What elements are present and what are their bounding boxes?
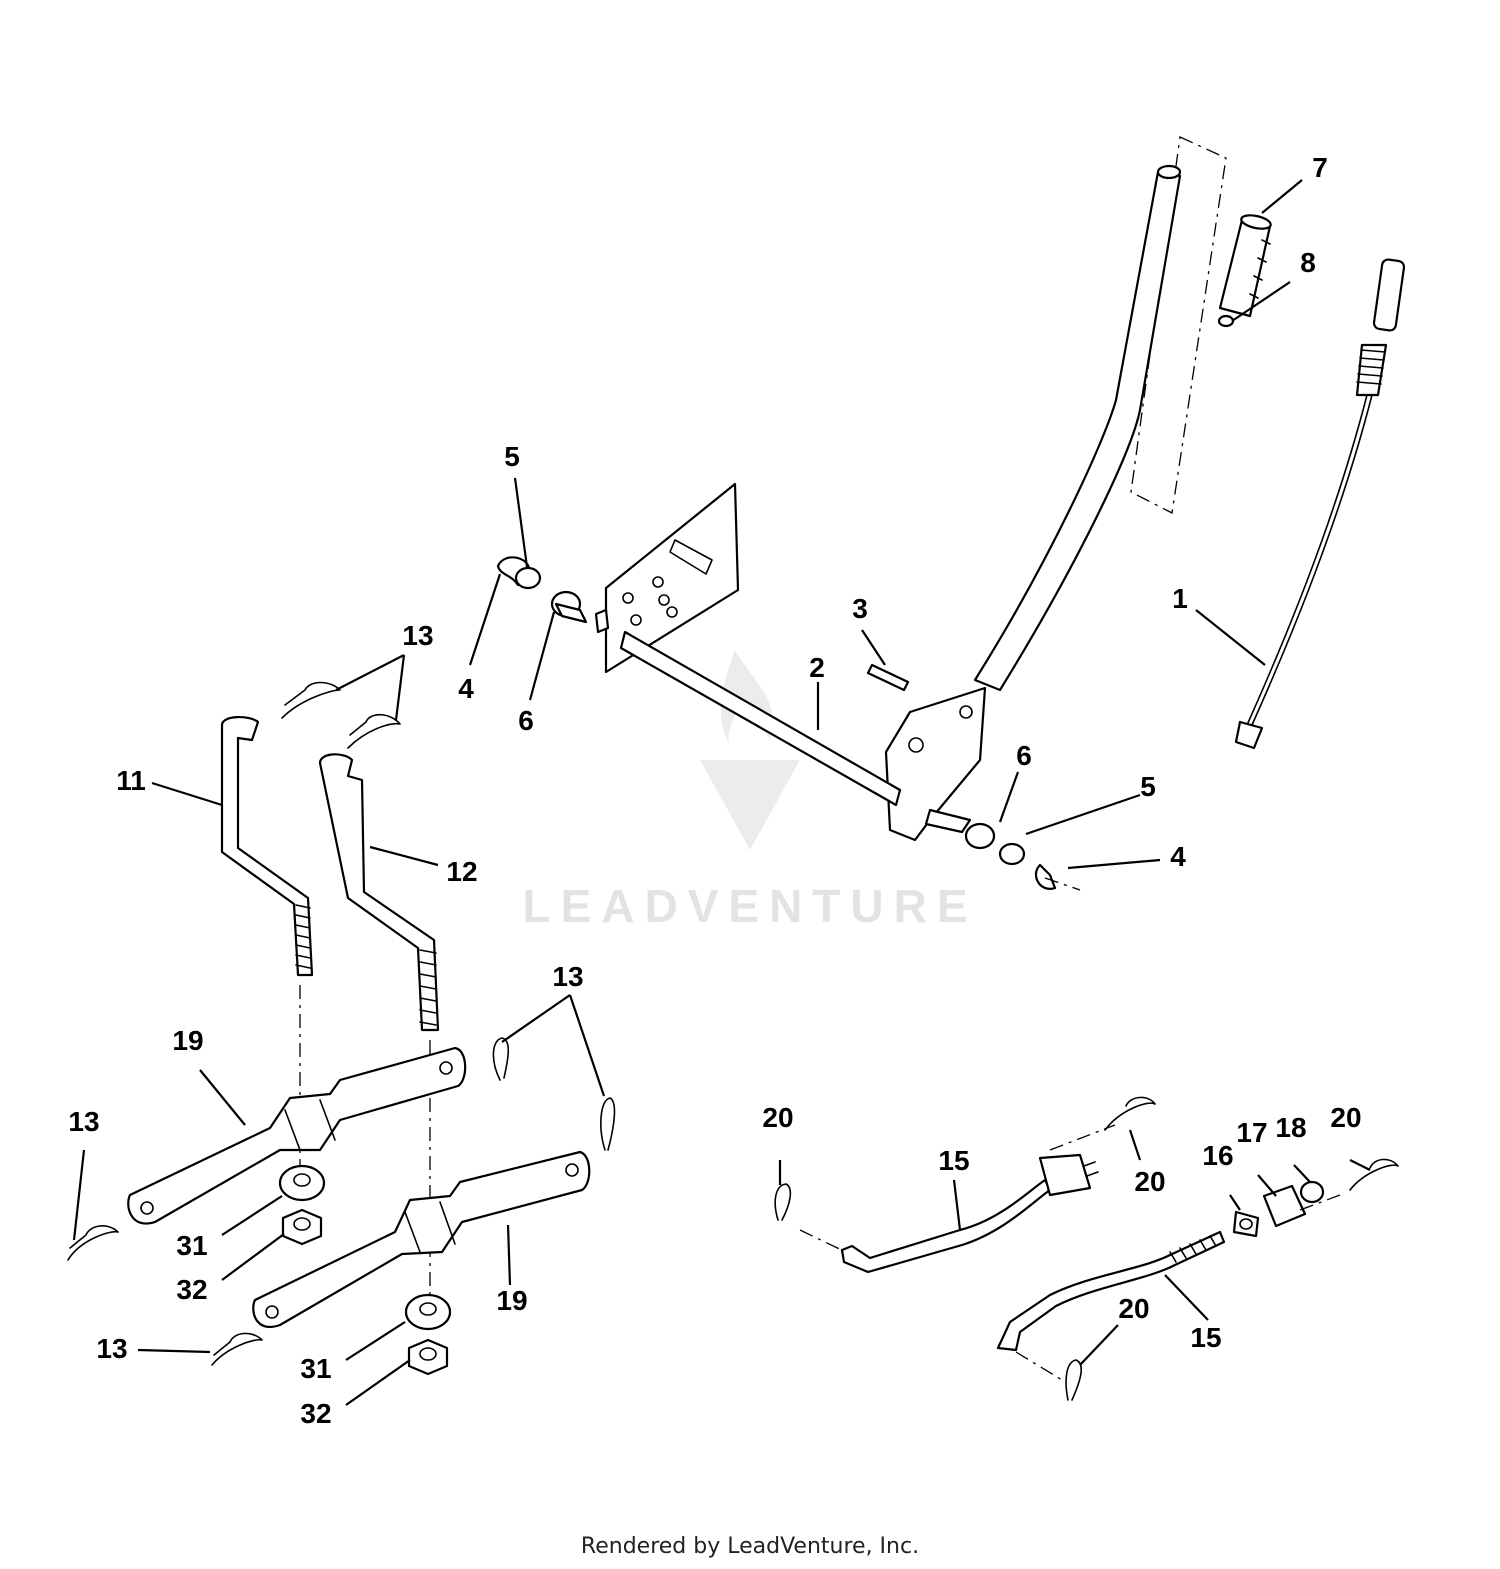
part-rods [799, 1124, 1341, 1381]
footer-credit: Rendered by LeadVenture, Inc. [580, 1534, 920, 1559]
callout-31a: 31 [176, 1230, 207, 1261]
part-handle-lever [884, 164, 1182, 842]
callout-6b: 6 [1016, 740, 1032, 771]
callout-13d: 13 [96, 1333, 127, 1364]
callout-11: 11 [116, 765, 146, 796]
callout-20a: 20 [762, 1102, 793, 1133]
callout-13c: 13 [68, 1106, 99, 1137]
small-hardware [496, 556, 1081, 891]
hairpin-clips-top [281, 681, 401, 749]
callout-31b: 31 [300, 1353, 331, 1384]
callout-18: 18 [1275, 1112, 1306, 1143]
callout-32b: 32 [300, 1398, 331, 1429]
callout-15b: 15 [1190, 1322, 1221, 1353]
hairpin-clips-lower [67, 1037, 616, 1366]
part-lift-links [220, 716, 440, 1310]
callout-17: 17 [1236, 1117, 1267, 1148]
callout-16: 16 [1202, 1140, 1233, 1171]
part-grip [1130, 136, 1272, 514]
callout-4a: 4 [458, 673, 474, 704]
callout-13b: 13 [552, 961, 583, 992]
callout-4b: 4 [1170, 841, 1186, 872]
watermark-text: LEADVENTURE [522, 880, 977, 932]
callout-6a: 6 [518, 705, 534, 736]
callout-2: 2 [809, 652, 825, 683]
callout-5b: 5 [1140, 771, 1156, 802]
callout-32a: 32 [176, 1274, 207, 1305]
callout-15a: 15 [938, 1145, 969, 1176]
callout-3: 3 [852, 593, 868, 624]
part-lift-arms [127, 1046, 591, 1376]
callout-8: 8 [1300, 247, 1316, 278]
callout-20d: 20 [1118, 1293, 1149, 1324]
leader-lines [72, 179, 1371, 1406]
callout-19b: 19 [496, 1285, 527, 1316]
callout-12: 12 [446, 856, 477, 887]
callout-5a: 5 [504, 441, 520, 472]
callout-13a: 13 [402, 620, 433, 651]
hairpin-clips-rods [774, 1096, 1399, 1401]
callout-20c: 20 [1330, 1102, 1361, 1133]
callout-labels: 1 2 3 4 4 5 5 6 6 7 8 11 12 13 13 13 13 … [68, 152, 1361, 1429]
part-cable [1234, 258, 1406, 750]
part-shaft-plate [594, 482, 972, 834]
callout-20b: 20 [1134, 1166, 1165, 1197]
callout-19a: 19 [172, 1025, 203, 1056]
callout-1: 1 [1172, 583, 1188, 614]
callout-7: 7 [1312, 152, 1328, 183]
watermark-logo-icon [700, 650, 800, 850]
